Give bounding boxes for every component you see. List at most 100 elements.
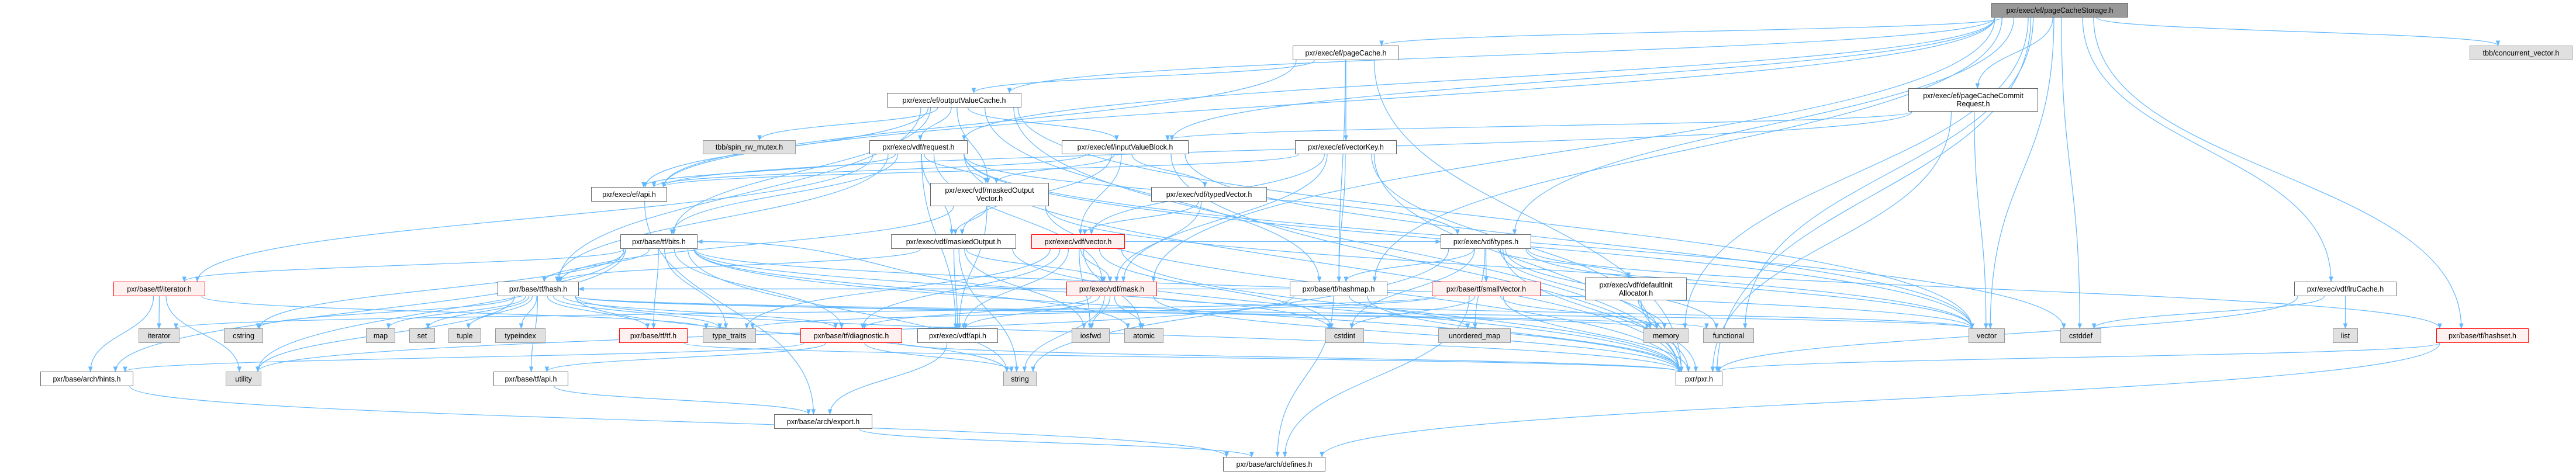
node-map[interactable]: map (366, 328, 395, 343)
edge-commitRequest-to-efApi (661, 111, 1912, 188)
node-hash[interactable]: pxr/base/tf/hash.h (498, 282, 579, 296)
node-memory[interactable]: memory (1643, 328, 1688, 343)
edge-lruCache-to-pxr (1717, 296, 2298, 372)
edge-bits-to-cstring (257, 248, 626, 329)
node-label: pxr/exec/ef/inputValueBlock.h (1077, 143, 1173, 151)
node-input-value-block[interactable]: pxr/exec/ef/inputValueBlock.h (1062, 140, 1189, 154)
edge-vdfApi-to-export (827, 342, 948, 415)
node-set[interactable]: set (409, 328, 435, 343)
node-bits[interactable]: pxr/base/tf/bits.h (620, 234, 697, 249)
edge-types-to-hashset (1527, 248, 2442, 329)
edge-root-to-outputValueCache (1007, 17, 1995, 93)
node-mask[interactable]: pxr/exec/vdf/mask.h (1066, 282, 1157, 296)
edge-root-to-efApi (661, 17, 1995, 188)
node-diagnostic[interactable]: pxr/base/tf/diagnostic.h (800, 328, 902, 343)
node-label: pxr/pxr.h (1685, 375, 1713, 383)
node-iterator[interactable]: iterator (139, 328, 179, 343)
edge-types-to-cstdint (1349, 248, 1475, 329)
node-defines[interactable]: pxr/base/arch/defines.h (1223, 457, 1325, 471)
node-unordered-map[interactable]: unordered_map (1438, 328, 1511, 343)
edge-commitRequest-to-inputValueBlock (1165, 111, 1912, 141)
node-label: tbb/spin_rw_mutex.h (715, 143, 783, 151)
node-tf-api[interactable]: pxr/base/tf/api.h (493, 372, 568, 386)
node-hashset[interactable]: pxr/base/tf/hashset.h (2436, 328, 2529, 343)
node-vdf-vector[interactable]: pxr/exec/vdf/vector.h (1031, 234, 1125, 249)
node-types[interactable]: pxr/exec/vdf/types.h (1441, 234, 1531, 249)
node-list[interactable]: list (2333, 328, 2358, 343)
node-page-cache[interactable]: pxr/exec/ef/pageCache.h (1293, 46, 1399, 60)
node-label: pxr/base/tf/smallVector.h (1446, 285, 1527, 293)
node-spin[interactable]: tbb/spin_rw_mutex.h (703, 140, 796, 154)
edge-request-to-hash (555, 154, 889, 282)
node-small-vector[interactable]: pxr/base/tf/smallVector.h (1432, 282, 1541, 296)
node-lru-cache[interactable]: pxr/exec/vdf/lruCache.h (2294, 282, 2397, 296)
edge-maskedOutputVector-to-vector (1045, 206, 1974, 329)
edge-smallVector-to-memory (1500, 296, 1659, 329)
edge-root-to-memory (1683, 17, 2029, 329)
node-vector[interactable]: vector (1969, 328, 2005, 343)
edge-inputValueBlock-to-typedVector (1131, 154, 1207, 188)
edge-outputValueCache-to-bits (671, 107, 931, 235)
edge-vdfVector-to-pxr (1121, 248, 1681, 372)
node-label: pxr/exec/vdf/vector.h (1044, 237, 1112, 246)
node-ef-api[interactable]: pxr/exec/ef/api.h (591, 187, 667, 202)
edge-iteratorH-to-utility (165, 296, 242, 372)
node-pxr[interactable]: pxr/pxr.h (1676, 372, 1722, 386)
node-export[interactable]: pxr/base/arch/export.h (774, 414, 872, 429)
node-type-traits[interactable]: type_traits (703, 328, 756, 343)
node-cstddef[interactable]: cstddef (2060, 328, 2101, 343)
node-label: tuple (457, 331, 473, 340)
node-root[interactable]: pxr/exec/ef/pageCacheStorage.h (1991, 3, 2128, 18)
node-typed-vector[interactable]: pxr/exec/vdf/typedVector.h (1151, 187, 1267, 202)
edge-iteratorH-to-typeTraits (201, 296, 709, 329)
node-masked-output[interactable]: pxr/exec/vdf/maskedOutput.h (891, 234, 1016, 249)
node-iterator-h[interactable]: pxr/base/tf/iterator.h (113, 282, 205, 296)
edge-root-to-vector (1988, 17, 2054, 329)
edge-hash-to-set (426, 296, 530, 329)
node-hints[interactable]: pxr/base/arch/hints.h (40, 372, 133, 386)
edge-types-to-string (1031, 248, 1449, 372)
node-tuple[interactable]: tuple (448, 328, 481, 343)
node-label: string (1011, 375, 1029, 383)
node-label: pxr/exec/vdf/typedVector.h (1166, 190, 1252, 199)
node-concurrent-vector[interactable]: tbb/concurrent_vector.h (2470, 46, 2572, 60)
node-string[interactable]: string (1003, 372, 1037, 386)
node-label: set (417, 331, 427, 340)
edge-commitRequest-to-pxr (1710, 111, 1952, 372)
node-label: pxr/exec/vdf/lruCache.h (2306, 285, 2384, 293)
node-label: pxr/base/arch/export.h (786, 417, 860, 426)
node-label: cstring (233, 331, 254, 340)
edge-request-to-mask (933, 154, 1104, 282)
edge-smallVector-to-pxr (1503, 296, 1691, 372)
node-typeindex[interactable]: typeindex (495, 328, 545, 343)
node-vdf-api[interactable]: pxr/exec/vdf/api.h (917, 328, 998, 343)
node-tf[interactable]: pxr/base/tf/tf.h (619, 328, 688, 343)
node-label: memory (1652, 331, 1680, 340)
node-cstdint[interactable]: cstdint (1325, 328, 1364, 343)
node-vector-key[interactable]: pxr/exec/ef/vectorKey.h (1295, 140, 1397, 154)
node-label: pxr/base/tf/iterator.h (127, 285, 192, 293)
node-output-value-cache[interactable]: pxr/exec/ef/outputValueCache.h (887, 93, 1021, 108)
node-cstring[interactable]: cstring (224, 328, 263, 343)
edge-mask-to-vector (1153, 296, 1974, 329)
edge-outputValueCache-to-maskedOutputVector (956, 107, 990, 183)
edge-root-to-inputValueBlock (1169, 17, 1995, 141)
node-request[interactable]: pxr/exec/vdf/request.h (869, 140, 968, 154)
edge-hash-to-vector (575, 296, 1974, 329)
node-hashmap[interactable]: pxr/base/tf/hashmap.h (1290, 282, 1387, 296)
node-functional[interactable]: functional (1703, 328, 1754, 343)
edge-maskedOutputVector-to-maskedOutput (953, 206, 987, 235)
edge-mask-to-vdfApi (963, 296, 1100, 329)
edge-root-to-hashset (2093, 17, 2464, 329)
edge-inputValueBlock-to-vdfVector (1078, 154, 1122, 235)
node-label: pxr/base/tf/api.h (505, 375, 557, 383)
node-label: pxr/base/tf/hashset.h (2448, 331, 2517, 340)
node-iosfwd[interactable]: iosfwd (1072, 328, 1110, 343)
node-utility[interactable]: utility (226, 372, 261, 386)
node-atomic[interactable]: atomic (1124, 328, 1163, 343)
node-label: tbb/concurrent_vector.h (2482, 48, 2560, 57)
